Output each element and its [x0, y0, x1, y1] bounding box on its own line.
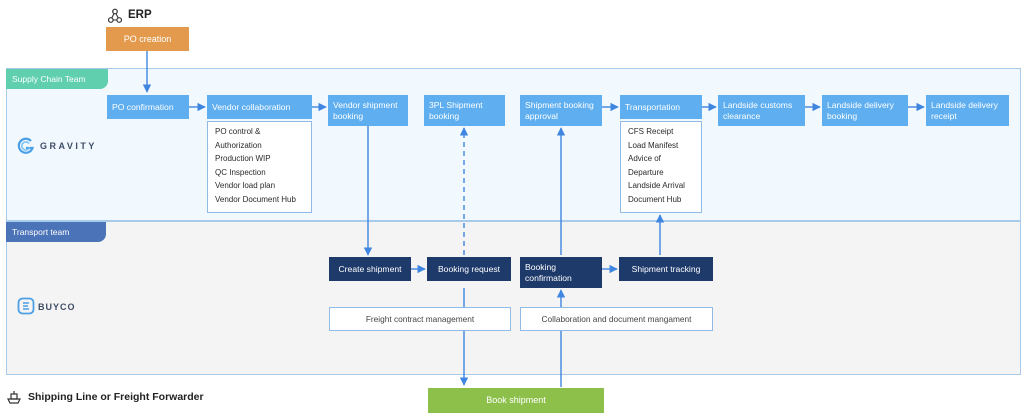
- 3pl-shipment-booking-box[interactable]: 3PL Shipment booking: [424, 95, 505, 126]
- vendor-collab-item: Production WIP: [215, 154, 271, 163]
- collaboration-document-management-label: Collaboration and document mangament: [541, 314, 692, 324]
- transportation-item: Landside Arrival: [628, 181, 685, 190]
- landside-delivery-booking-label: Landside delivery booking: [827, 100, 894, 121]
- gravity-logo-text: GRAVITY: [40, 141, 97, 151]
- vendor-collaboration-box[interactable]: Vendor collaboration: [207, 95, 312, 119]
- create-shipment-label: Create shipment: [338, 263, 402, 274]
- shipment-booking-approval-box[interactable]: Shipment booking approval: [520, 95, 602, 126]
- shipment-tracking-box[interactable]: Shipment tracking: [619, 257, 713, 281]
- landside-customs-clearance-box[interactable]: Landside customs clearance: [718, 95, 805, 126]
- book-shipment-label: Book shipment: [486, 395, 546, 406]
- shipment-booking-approval-label: Shipment booking approval: [525, 100, 594, 121]
- buyco-logo-text: BUYCO: [38, 302, 76, 312]
- transportation-item: CFS Receipt: [628, 127, 674, 136]
- shipment-tracking-label: Shipment tracking: [631, 263, 701, 274]
- vendor-shipment-booking-label: Vendor shipment booking: [333, 100, 398, 121]
- transport-lane: [6, 221, 1021, 375]
- transportation-box[interactable]: Transportation: [620, 95, 702, 119]
- po-creation-box[interactable]: PO creation: [106, 27, 189, 51]
- vendor-collab-item: Vendor Document Hub: [215, 194, 296, 204]
- transportation-details: CFS Receipt Load Manifest Advice of Depa…: [620, 121, 702, 213]
- landside-delivery-booking-box[interactable]: Landside delivery booking: [822, 95, 908, 126]
- transport-team-tag: Transport team: [6, 222, 106, 242]
- po-creation-label: PO creation: [123, 33, 172, 44]
- gravity-logo-icon: [16, 137, 36, 155]
- booking-confirmation-box[interactable]: Booking confirmation: [520, 257, 602, 288]
- shipping-line-label: Shipping Line or Freight Forwarder: [28, 391, 204, 403]
- vendor-shipment-booking-box[interactable]: Vendor shipment booking: [328, 95, 408, 126]
- booking-request-label: Booking request: [437, 263, 501, 274]
- transportation-item: Advice of: [628, 154, 661, 163]
- erp-label: ERP: [128, 9, 152, 21]
- transportation-item: Departure: [628, 167, 664, 177]
- landside-delivery-receipt-label: Landside delivery receipt: [931, 100, 998, 121]
- po-confirmation-box[interactable]: PO confirmation: [107, 95, 189, 119]
- vendor-collab-item: PO control &: [215, 127, 261, 136]
- vendor-collaboration-label: Vendor collaboration: [212, 101, 291, 112]
- transportation-item: Load Manifest: [628, 140, 679, 150]
- vendor-collaboration-details: PO control & Authorization Production WI…: [207, 121, 312, 213]
- vendor-collab-item: QC Inspection: [215, 167, 266, 177]
- vendor-collab-item: Authorization: [215, 140, 262, 150]
- transportation-item: Document Hub: [628, 194, 682, 204]
- booking-request-box[interactable]: Booking request: [427, 257, 511, 281]
- freight-contract-management-label: Freight contract management: [365, 314, 475, 324]
- landside-delivery-receipt-box[interactable]: Landside delivery receipt: [926, 95, 1009, 126]
- freight-contract-management-box[interactable]: Freight contract management: [329, 307, 511, 331]
- supply-chain-lane: [6, 68, 1021, 221]
- create-shipment-box[interactable]: Create shipment: [329, 257, 411, 281]
- erp-network-icon: [107, 8, 123, 24]
- transportation-label: Transportation: [625, 101, 681, 112]
- landside-customs-clearance-label: Landside customs clearance: [723, 100, 793, 121]
- ship-icon: [6, 389, 22, 405]
- supply-chain-team-tag: Supply Chain Team: [6, 69, 108, 89]
- po-confirmation-label: PO confirmation: [112, 101, 174, 112]
- vendor-collab-item: Vendor load plan: [215, 181, 276, 190]
- 3pl-shipment-booking-label: 3PL Shipment booking: [429, 100, 483, 121]
- booking-confirmation-label: Booking confirmation: [525, 262, 572, 283]
- buyco-logo-icon: [17, 297, 35, 315]
- collaboration-document-management-box[interactable]: Collaboration and document mangament: [520, 307, 713, 331]
- book-shipment-box[interactable]: Book shipment: [428, 388, 604, 413]
